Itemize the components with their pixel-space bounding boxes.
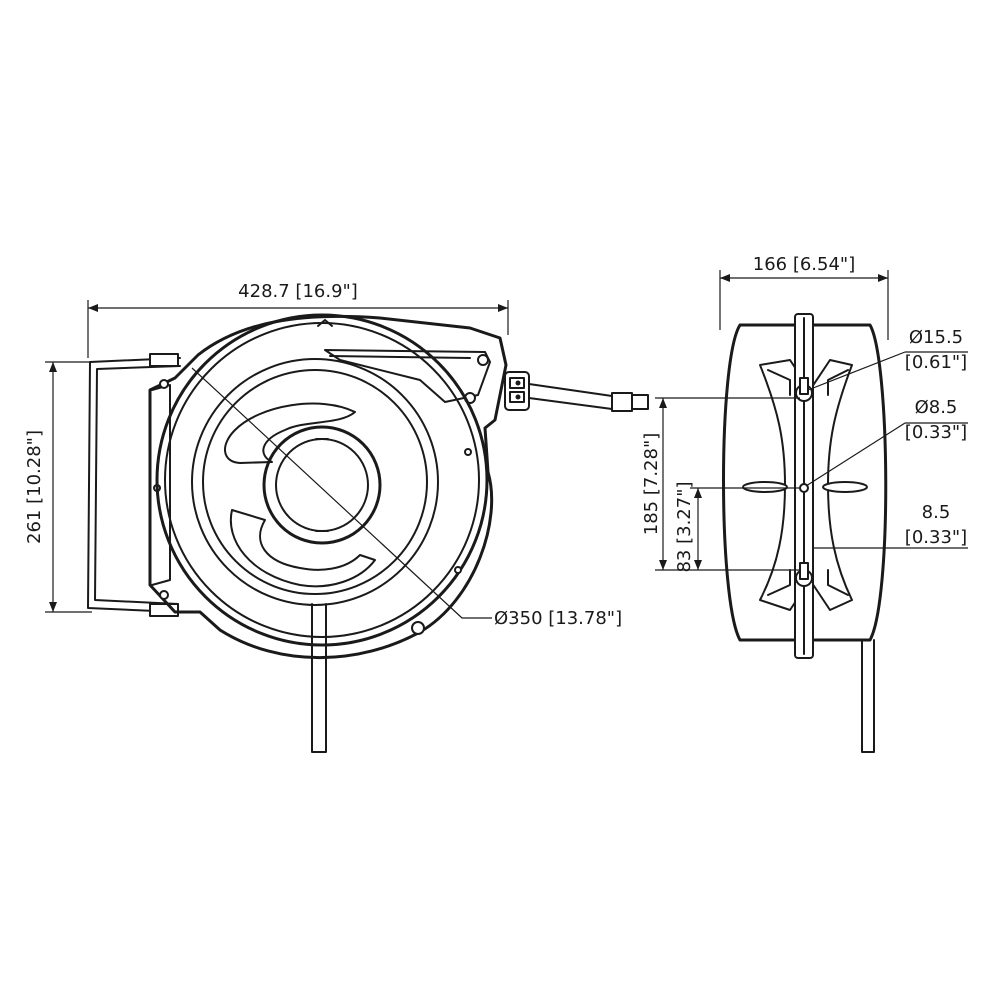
side-dimensions bbox=[655, 270, 968, 571]
hose-drop bbox=[311, 603, 327, 753]
mounting-plate bbox=[759, 359, 853, 611]
front-view bbox=[87, 313, 649, 753]
slot-inch-label: [0.33"] bbox=[905, 527, 967, 548]
hub-outer bbox=[262, 425, 382, 545]
hose bbox=[528, 383, 613, 410]
drum-outer bbox=[155, 313, 489, 647]
hub-inner bbox=[275, 438, 369, 532]
mount-spacing-label: 185 [7.28"] bbox=[641, 433, 662, 535]
drum-inner bbox=[191, 358, 439, 606]
lower-spacing-label: 83 [3.27"] bbox=[674, 481, 695, 572]
diameter-leader bbox=[191, 367, 492, 619]
depth-label: 166 [6.54"] bbox=[753, 254, 855, 275]
hole-large-label: Ø15.5 bbox=[909, 327, 963, 348]
slot-label: 8.5 bbox=[922, 502, 951, 523]
drum-slot-upper bbox=[224, 402, 356, 464]
overall-height-label: 261 [10.28"] bbox=[24, 430, 45, 544]
drum-slot-lower bbox=[229, 509, 376, 588]
hole-large-inch-label: [0.61"] bbox=[905, 352, 967, 373]
diameter-label: Ø350 [13.78"] bbox=[494, 608, 622, 629]
side-housing bbox=[722, 323, 888, 642]
front-dimensions bbox=[45, 300, 509, 613]
hole-small-inch-label: [0.33"] bbox=[905, 422, 967, 443]
wall-bracket bbox=[87, 357, 181, 613]
guide-arm bbox=[324, 349, 491, 403]
bracket-clip-top bbox=[149, 353, 179, 367]
hose-end-fitting bbox=[611, 392, 633, 412]
side-view bbox=[722, 313, 888, 753]
overall-width-label: 428.7 [16.9"] bbox=[238, 281, 358, 302]
hole-small-label: Ø8.5 bbox=[915, 397, 958, 418]
